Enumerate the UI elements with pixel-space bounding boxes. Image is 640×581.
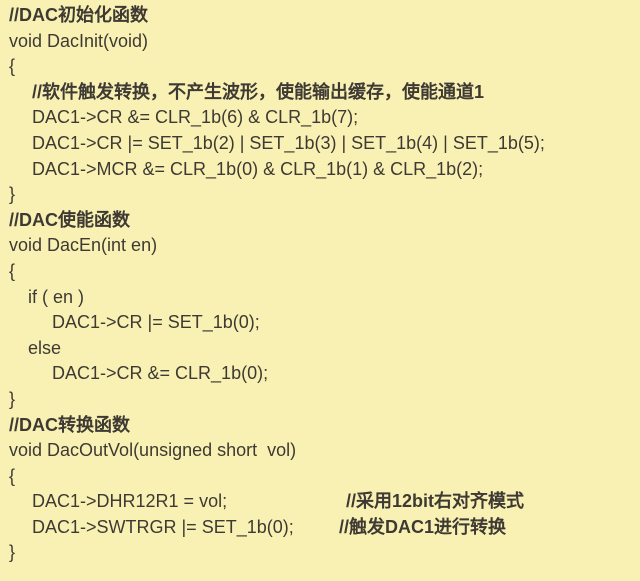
brace-close: }: [9, 542, 16, 563]
comment-line: //DAC使能函数: [0, 208, 640, 234]
code-statement: if ( en ): [0, 285, 640, 311]
comment-dac-init-detail: //软件触发转换，不产生波形，使能输出缓存，使能通道1: [32, 81, 485, 102]
trailing-comment-align: //采用12bit右对齐模式: [346, 491, 525, 512]
comment-dac-convert: //DAC转换函数: [9, 414, 130, 435]
open-brace: {: [0, 259, 640, 285]
open-brace: {: [0, 54, 640, 80]
statement-cr-enable: DAC1->CR |= SET_1b(0);: [52, 312, 260, 333]
code-statement: DAC1->DHR12R1 = vol; //采用12bit右对齐模式: [0, 489, 640, 515]
trailing-comment-trigger: //触发DAC1进行转换: [339, 516, 507, 537]
code-statement: else: [0, 336, 640, 362]
function-signature: void DacEn(int en): [0, 233, 640, 259]
close-brace: }: [0, 182, 640, 208]
brace-open: {: [9, 465, 16, 486]
open-brace: {: [0, 464, 640, 490]
function-signature: void DacOutVol(unsigned short vol): [0, 438, 640, 464]
code-statement: DAC1->MCR &= CLR_1b(0) & CLR_1b(1) & CLR…: [0, 157, 640, 183]
signature-dac-init: void DacInit(void): [9, 30, 149, 51]
comment-dac-enable: //DAC使能函数: [9, 209, 130, 230]
brace-open: {: [9, 260, 16, 281]
statement-mcr-clear: DAC1->MCR &= CLR_1b(0) & CLR_1b(1) & CLR…: [32, 158, 484, 179]
statement-swtrgr: DAC1->SWTRGR |= SET_1b(0);: [32, 516, 294, 537]
close-brace: }: [0, 387, 640, 413]
close-brace: }: [0, 540, 640, 566]
comment-line: //DAC转换函数: [0, 413, 640, 439]
code-statement: DAC1->CR |= SET_1b(0);: [0, 310, 640, 336]
brace-open: {: [9, 56, 16, 77]
code-statement: DAC1->CR |= SET_1b(2) | SET_1b(3) | SET_…: [0, 131, 640, 157]
code-statement: DAC1->CR &= CLR_1b(6) & CLR_1b(7);: [0, 105, 640, 131]
signature-dac-en: void DacEn(int en): [9, 235, 158, 256]
brace-close: }: [9, 388, 16, 409]
function-signature: void DacInit(void): [0, 29, 640, 55]
statement-if: if ( en ): [28, 286, 85, 307]
statement-cr-clear: DAC1->CR &= CLR_1b(6) & CLR_1b(7);: [32, 107, 359, 128]
signature-dac-out-vol: void DacOutVol(unsigned short vol): [9, 440, 297, 461]
comment-line: //软件触发转换，不产生波形，使能输出缓存，使能通道1: [0, 80, 640, 106]
comment-dac-init: //DAC初始化函数: [9, 5, 148, 25]
brace-close: }: [9, 184, 16, 205]
statement-cr-set: DAC1->CR |= SET_1b(2) | SET_1b(3) | SET_…: [32, 132, 545, 153]
statement-dhr-assign: DAC1->DHR12R1 = vol;: [32, 491, 228, 512]
statement-cr-disable: DAC1->CR &= CLR_1b(0);: [52, 363, 269, 384]
code-statement: DAC1->CR &= CLR_1b(0);: [0, 361, 640, 387]
code-statement: DAC1->SWTRGR |= SET_1b(0); //触发DAC1进行转换: [0, 515, 640, 541]
comment-line: //DAC初始化函数: [0, 3, 640, 29]
statement-else: else: [28, 337, 62, 358]
